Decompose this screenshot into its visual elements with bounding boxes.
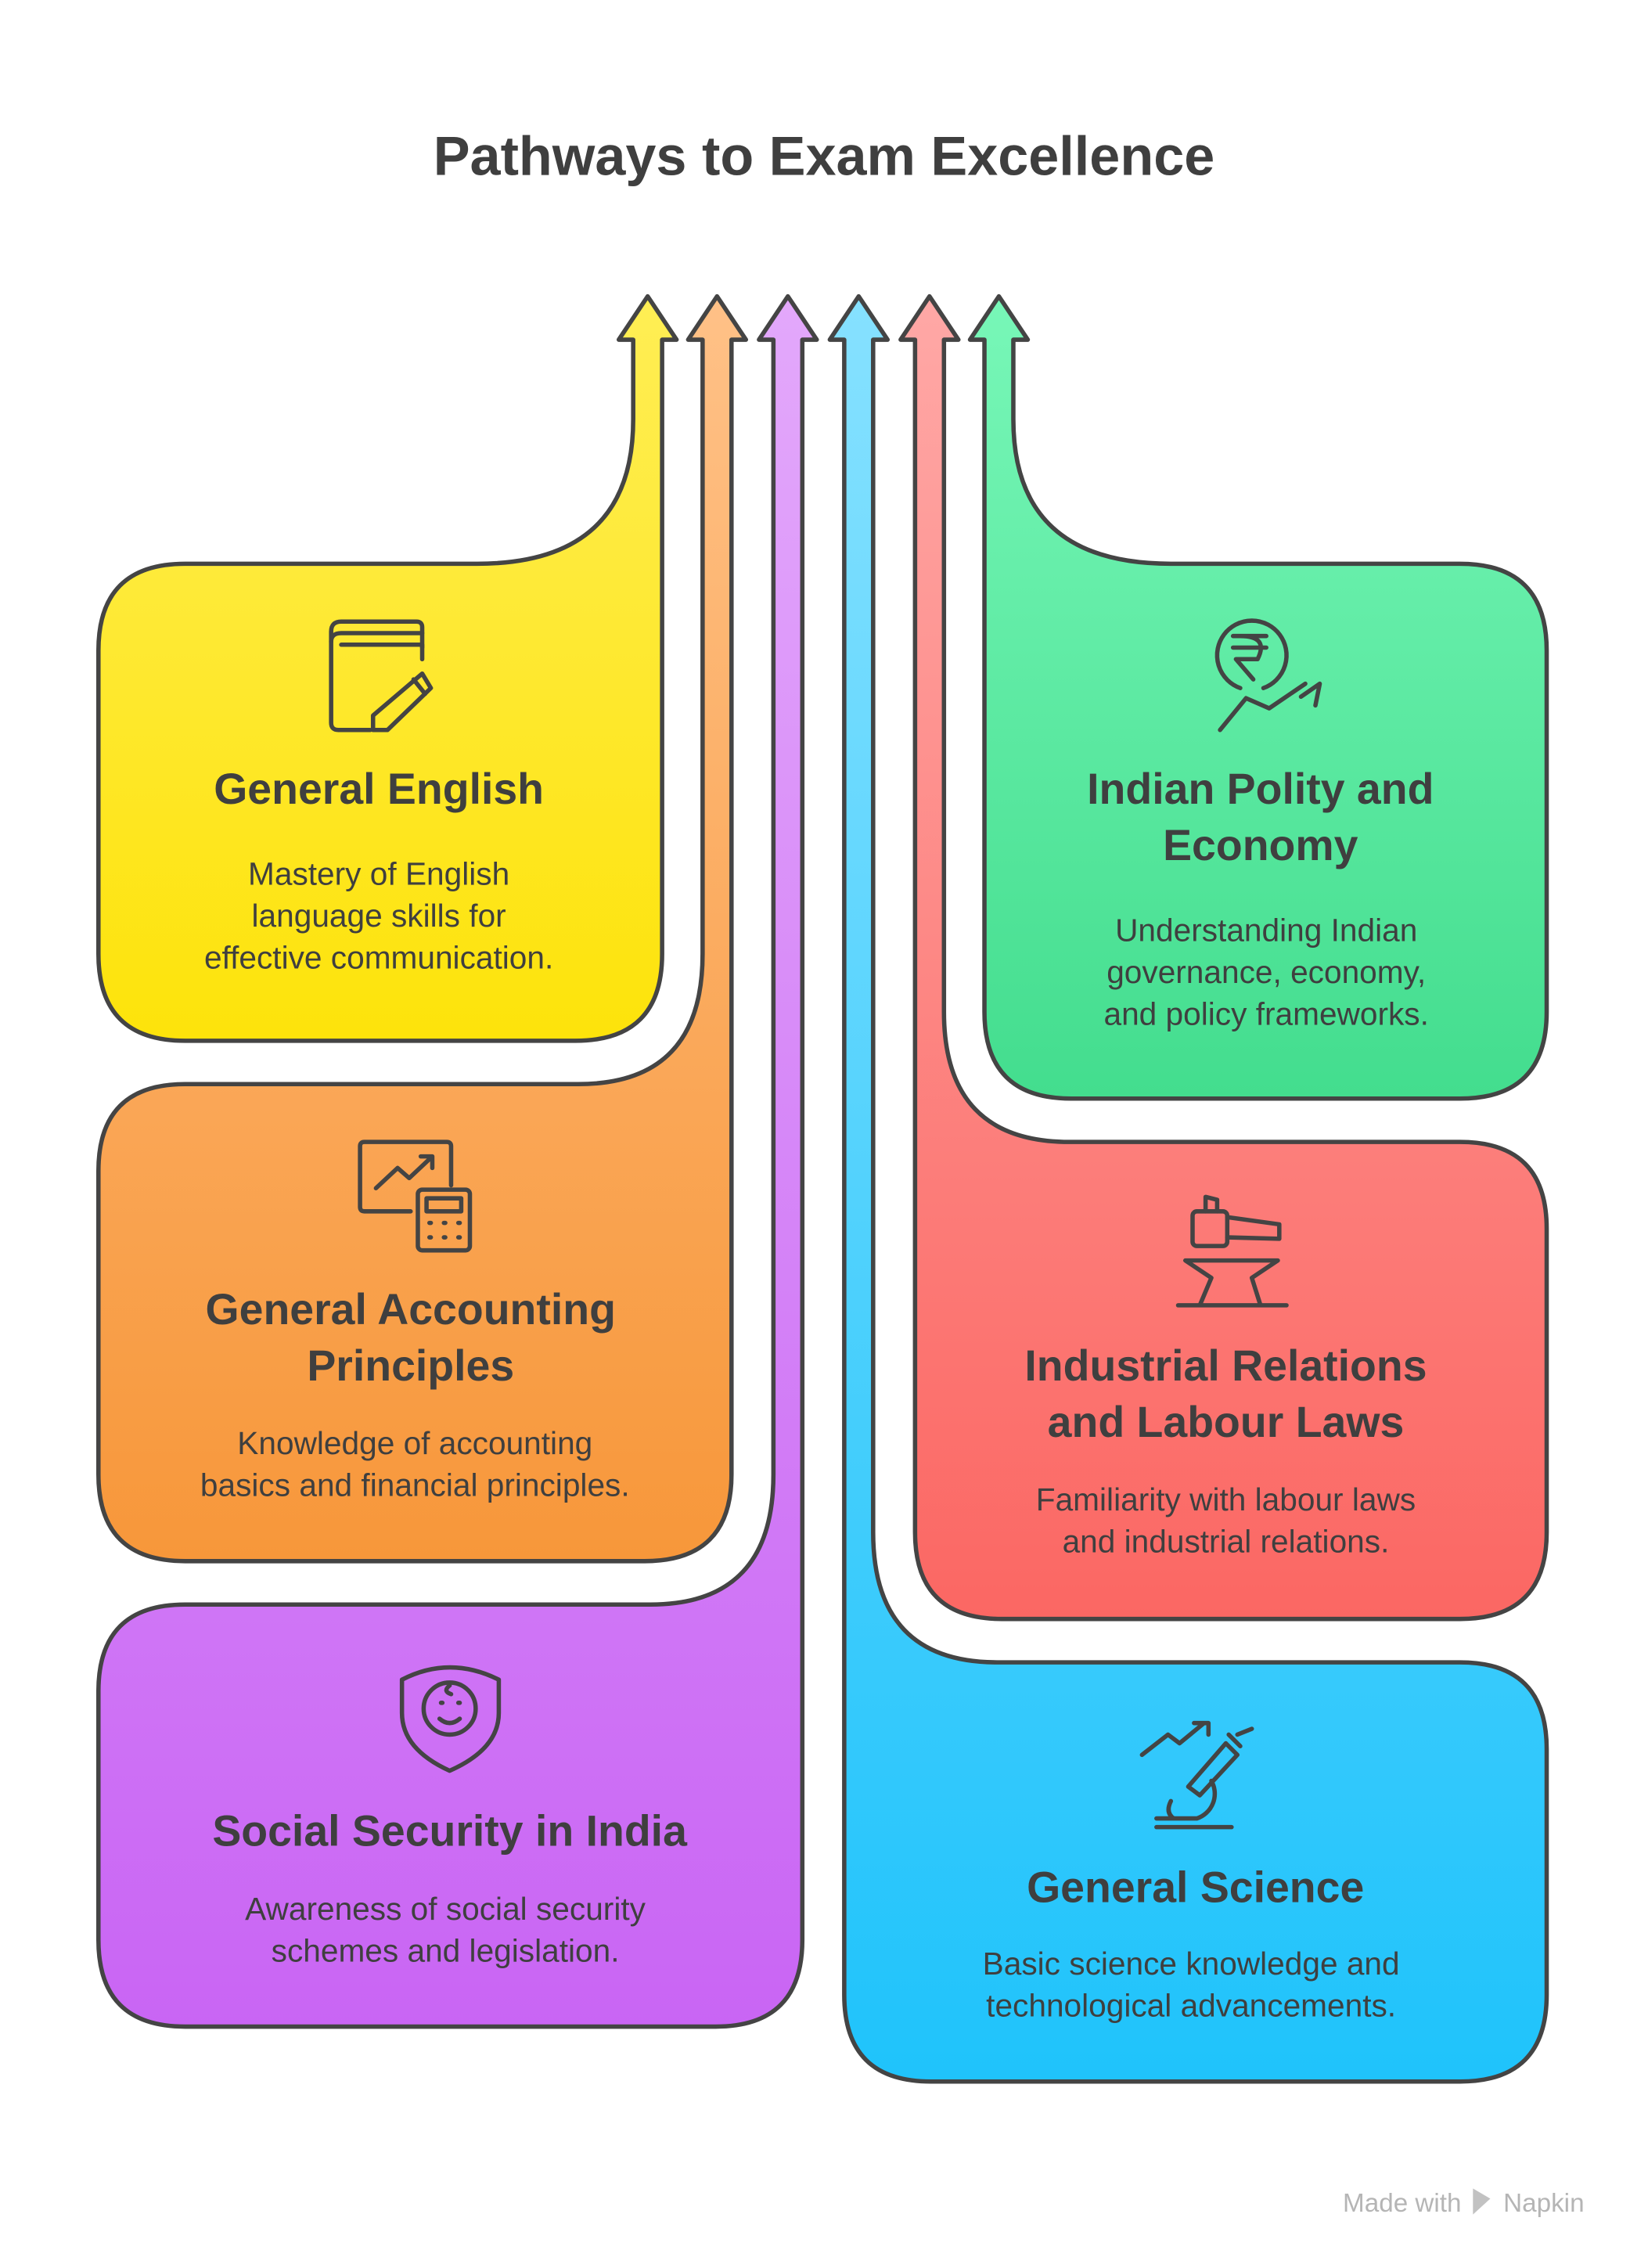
shield-child-icon [399, 1665, 502, 1773]
arrow-card-english [96, 293, 679, 1043]
card-description: technological advancements. [986, 1988, 1396, 2024]
card-description: governance, economy, [1106, 954, 1426, 990]
card-description: Awareness of social security [245, 1891, 646, 1927]
arrow-card-polity [967, 293, 1549, 1101]
card-general-english: General English Mastery of English langu… [204, 765, 553, 976]
card-labour-laws: Industrial Relations and Labour Laws Fam… [1024, 1341, 1427, 1560]
watermark-prefix: Made with [1343, 2189, 1461, 2218]
napkin-watermark: Made with Napkin [1343, 2188, 1585, 2218]
card-description: Mastery of English [248, 855, 509, 891]
chart-calculator-icon [358, 1139, 473, 1253]
card-polity-economy: Indian Polity and Economy Understanding … [1087, 765, 1434, 1032]
arrow-card-social-security [96, 293, 819, 2029]
card-description: Understanding Indian [1115, 912, 1417, 948]
card-title: Principles [307, 1341, 514, 1390]
arrow-card-accounting [96, 293, 749, 1564]
card-social-security: Social Security in India Awareness of so… [212, 1807, 688, 1969]
rupee-growth-icon [1214, 618, 1322, 733]
arrow-card-labour [898, 293, 1549, 1622]
arrow-card-science [827, 293, 1549, 2084]
card-title: and Labour Laws [1048, 1398, 1405, 1446]
napkin-logo-icon [1473, 2188, 1491, 2215]
card-accounting: General Accounting Principles Knowledge … [200, 1285, 630, 1503]
card-title: General Accounting [206, 1285, 616, 1334]
card-description: and industrial relations. [1063, 1524, 1390, 1560]
card-description: Basic science knowledge and [983, 1946, 1400, 1982]
card-general-science: General Science Basic science knowledge … [983, 1863, 1400, 2024]
card-title: Industrial Relations [1024, 1341, 1427, 1390]
card-title: Social Security in India [212, 1807, 688, 1856]
card-title: General English [214, 765, 544, 813]
card-description: basics and financial principles. [200, 1467, 630, 1503]
card-title: Economy [1163, 821, 1358, 869]
hammer-anvil-icon [1175, 1194, 1289, 1308]
card-description: effective communication. [204, 940, 553, 976]
card-description: Knowledge of accounting [237, 1425, 592, 1461]
page-title: Pathways to Exam Excellence [434, 124, 1215, 186]
card-description: schemes and legislation. [272, 1932, 620, 1968]
card-title: General Science [1027, 1863, 1364, 1912]
card-description: and policy frameworks. [1103, 996, 1428, 1032]
card-description: Familiarity with labour laws [1036, 1481, 1416, 1517]
book-pencil-icon [329, 619, 434, 733]
card-description: language skills for [252, 898, 506, 934]
microscope-growth-icon [1139, 1720, 1254, 1830]
watermark-brand: Napkin [1503, 2189, 1584, 2218]
card-title: Indian Polity and [1087, 765, 1434, 813]
